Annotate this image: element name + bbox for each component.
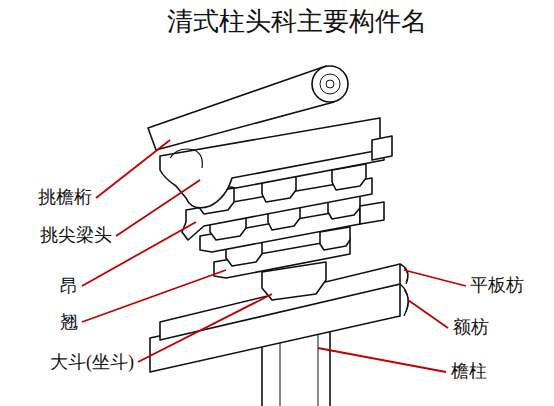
part-label: 额枋 [453, 318, 489, 338]
part-label: 檐柱 [451, 362, 487, 382]
part-label: 挑檐桁 [38, 188, 92, 208]
diagram-title: 清式柱头科主要构件名 [167, 8, 427, 37]
part-label: 平板枋 [470, 276, 524, 296]
eave-purlin [148, 66, 334, 150]
part-label: 大斗(坐斗) [50, 353, 134, 373]
part-label: 翘 [60, 313, 78, 333]
part-label: 昂 [60, 277, 78, 297]
part-label: 挑尖梁头 [40, 226, 112, 246]
leader-lines [82, 140, 466, 372]
purlin-end [312, 66, 348, 102]
